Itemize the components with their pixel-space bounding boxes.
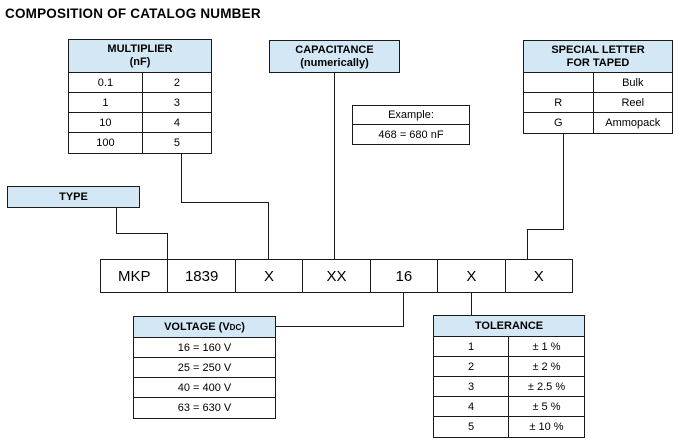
tolerance-code: 3 [434, 377, 509, 396]
tolerance-value: ± 2.5 % [527, 380, 566, 393]
table-row: 25 = 250 V [134, 358, 275, 378]
connector-special-v1 [563, 131, 565, 229]
catalog-cell-special: X [533, 267, 544, 285]
tolerance-code: 1 [434, 337, 509, 356]
multiplier-code: 4 [173, 116, 180, 129]
multiplier-value: 10 [69, 113, 143, 132]
example-value: 468 = 680 nF [378, 128, 444, 141]
special-letter-meaning: Ammopack [605, 117, 661, 129]
tolerance-header: TOLERANCE [434, 316, 584, 337]
catalog-cell-multiplier: X [236, 260, 304, 292]
page-title: COMPOSITION OF CATALOG NUMBER [5, 6, 261, 21]
type-box: TYPE [7, 186, 140, 208]
catalog-cell-tolerance: X [438, 260, 506, 292]
special-letter-meaning: Bulk [622, 76, 644, 89]
connector-type-v2 [167, 233, 169, 260]
catalog-cell-series: 1839 [168, 260, 236, 292]
multiplier-value: 1 [69, 93, 143, 112]
tolerance-code: 5 [434, 417, 509, 437]
table-row: 1 3 [69, 93, 211, 113]
voltage-option: 16 = 160 V [177, 341, 232, 354]
special-letter-header: SPECIAL LETTER FOR TAPED [524, 41, 672, 73]
connector-multiplier-h [181, 202, 269, 204]
tolerance-code: 4 [434, 397, 509, 416]
table-row: 63 = 630 V [134, 398, 275, 418]
tolerance-value: ± 5 % [532, 400, 561, 413]
connector-special-v2 [527, 229, 529, 260]
tolerance-value: ± 10 % [529, 421, 564, 433]
tolerance-header-text: TOLERANCE [474, 319, 544, 332]
catalog-cell-capacitance: XX [303, 260, 371, 292]
connector-voltage-h [276, 326, 404, 328]
connector-multiplier-v2 [268, 202, 270, 260]
table-row: 16 = 160 V [134, 338, 275, 358]
multiplier-value: 100 [69, 133, 143, 153]
multiplier-code: 5 [173, 137, 180, 149]
special-letter-code: R [524, 93, 594, 112]
special-letter-code [524, 73, 594, 92]
connector-voltage-v [403, 292, 405, 326]
multiplier-code: 3 [173, 96, 180, 109]
table-row: 10 4 [69, 113, 211, 133]
special-letter-table: SPECIAL LETTER FOR TAPED Bulk R Reel G A… [523, 40, 673, 134]
multiplier-header-line2: (nF) [129, 56, 151, 68]
voltage-header-subscript: DC [229, 322, 242, 332]
example-title: Example: [353, 106, 469, 125]
catalog-number-row: MKP 1839 X XX 16 X X [100, 259, 573, 293]
multiplier-table: MULTIPLIER (nF) 0.1 2 1 3 10 4 100 5 [68, 39, 212, 154]
table-row: 5 ± 10 % [434, 417, 584, 437]
table-row: 100 5 [69, 133, 211, 153]
special-letter-meaning: Reel [621, 96, 645, 109]
table-row: Bulk [524, 73, 672, 93]
special-letter-code: G [524, 113, 594, 133]
multiplier-header-line1: MULTIPLIER [107, 43, 173, 55]
tolerance-value: ± 2 % [532, 360, 561, 373]
voltage-header-text: VOLTAGE (V [164, 320, 230, 333]
tolerance-value: ± 1 % [532, 340, 561, 353]
multiplier-header: MULTIPLIER (nF) [69, 40, 211, 73]
special-letter-header-line2: FOR TAPED [566, 56, 630, 69]
voltage-option: 25 = 250 V [177, 361, 232, 374]
table-row: 40 = 400 V [134, 378, 275, 398]
example-box: Example: 468 = 680 nF [352, 105, 470, 145]
connector-special-h [527, 229, 564, 231]
catalog-cell-type: MKP [101, 260, 169, 292]
voltage-header-close: ) [241, 320, 245, 333]
table-row: G Ammopack [524, 113, 672, 133]
voltage-option: 40 = 400 V [177, 381, 232, 394]
table-row: 2 ± 2 % [434, 357, 584, 377]
voltage-option: 63 = 630 V [177, 402, 232, 414]
capacitance-label-line1: CAPACITANCE [295, 43, 374, 56]
capacitance-box: CAPACITANCE (numerically) [269, 40, 400, 73]
multiplier-value: 0.1 [69, 73, 143, 92]
catalog-cell-voltage: 16 [371, 260, 439, 292]
table-row: 4 ± 5 % [434, 397, 584, 417]
capacitance-label-line2: (numerically) [300, 56, 369, 69]
table-row: 0.1 2 [69, 73, 211, 93]
connector-type-h [116, 233, 168, 235]
table-row: R Reel [524, 93, 672, 113]
multiplier-code: 2 [173, 76, 180, 89]
connector-type-v1 [116, 207, 118, 233]
table-row: 1 ± 1 % [434, 337, 584, 357]
connector-multiplier-v1 [181, 151, 183, 202]
connector-capacitance-v [334, 72, 336, 260]
type-label: TYPE [59, 190, 88, 203]
connector-tolerance-v [471, 292, 473, 315]
tolerance-table: TOLERANCE 1 ± 1 % 2 ± 2 % 3 ± 2.5 % 4 ± … [433, 315, 585, 438]
special-letter-header-line1: SPECIAL LETTER [551, 43, 645, 56]
table-row: 3 ± 2.5 % [434, 377, 584, 397]
tolerance-code: 2 [434, 357, 509, 376]
